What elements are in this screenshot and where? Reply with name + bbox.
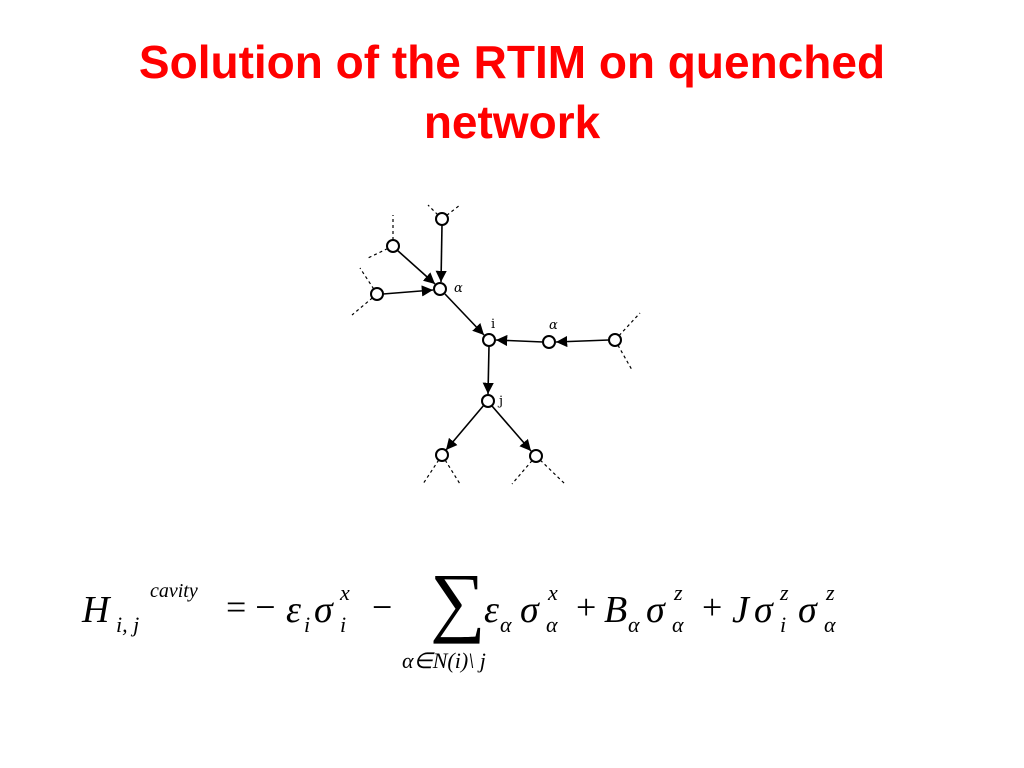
node <box>386 239 400 253</box>
nodes <box>370 212 622 463</box>
edges <box>382 224 610 452</box>
slide-title-line-1: Solution of the RTIM on quenched <box>138 36 886 88</box>
formula-sigma-5: σ <box>798 589 817 631</box>
formula-sigma-2-subscript: α <box>546 612 558 637</box>
edge-arrow <box>495 334 544 347</box>
formula-sigma-3-superscript: z <box>674 580 683 605</box>
node-i <box>482 333 496 347</box>
formula-H-superscript: cavity <box>150 580 198 602</box>
formula-sigma-2-superscript: x <box>548 580 558 605</box>
formula-sigma-1-subscript: i <box>340 612 347 637</box>
slide-title-line-2: network <box>423 96 601 148</box>
edge-arrow <box>444 293 485 336</box>
formula-H: H <box>82 589 110 631</box>
edge-arrow <box>482 345 494 395</box>
edge-arrow <box>555 335 610 348</box>
stub <box>367 245 394 259</box>
label-alpha-top: α <box>454 281 463 296</box>
label-i: i <box>491 317 495 332</box>
edge-arrow <box>445 404 485 451</box>
formula-epsilon-alpha-subscript: α <box>500 612 512 637</box>
formula-equals-minus: = − <box>226 587 276 627</box>
node <box>435 212 449 226</box>
label-alpha-right: α <box>549 318 558 333</box>
formula-epsilon-i-subscript: i <box>304 612 311 637</box>
formula-B-subscript: α <box>628 612 640 637</box>
formula-minus: − <box>372 587 393 627</box>
node <box>435 448 449 462</box>
edge-arrow <box>435 224 447 283</box>
formula-sigma-5-superscript: z <box>826 580 835 605</box>
formula-sigma-5-subscript: α <box>824 612 836 637</box>
formula-plus-2: + <box>702 587 723 627</box>
formula-plus-1: + <box>576 587 597 627</box>
label-j: j <box>497 394 503 409</box>
formula-sigma-2: σ <box>520 589 539 631</box>
formula-sum-range: α∈N(i)\ j <box>402 648 486 673</box>
formula-sigma-3-subscript: α <box>672 612 684 637</box>
node-j <box>481 394 495 408</box>
edge-arrow <box>382 285 434 297</box>
formula-sum-symbol: ∑ <box>430 557 486 644</box>
formula-sigma-3: σ <box>646 589 665 631</box>
node <box>529 449 543 463</box>
node-alpha-top <box>433 282 447 296</box>
formula-sigma-4-superscript: z <box>780 580 789 605</box>
formula-H-subscript: i, j <box>116 612 140 637</box>
formula-sigma-4-subscript: i <box>780 612 787 637</box>
formula-epsilon-i: ε <box>286 589 301 631</box>
slide-title: Solution of the RTIM on quenched network <box>40 32 984 152</box>
stub <box>441 204 461 220</box>
formula-sigma-4: σ <box>754 589 773 631</box>
formula-sigma-1: σ <box>314 589 333 631</box>
stub <box>359 267 378 295</box>
node-alpha-right <box>542 335 556 349</box>
formula-J: J <box>732 589 749 631</box>
node <box>608 333 622 347</box>
formula-sigma-1-superscript: x <box>340 580 350 605</box>
node <box>370 287 384 301</box>
edge-arrow <box>396 249 436 285</box>
edge-arrow <box>491 405 532 452</box>
formula-epsilon-alpha: ε <box>484 589 499 631</box>
formula-B: B <box>604 589 628 631</box>
